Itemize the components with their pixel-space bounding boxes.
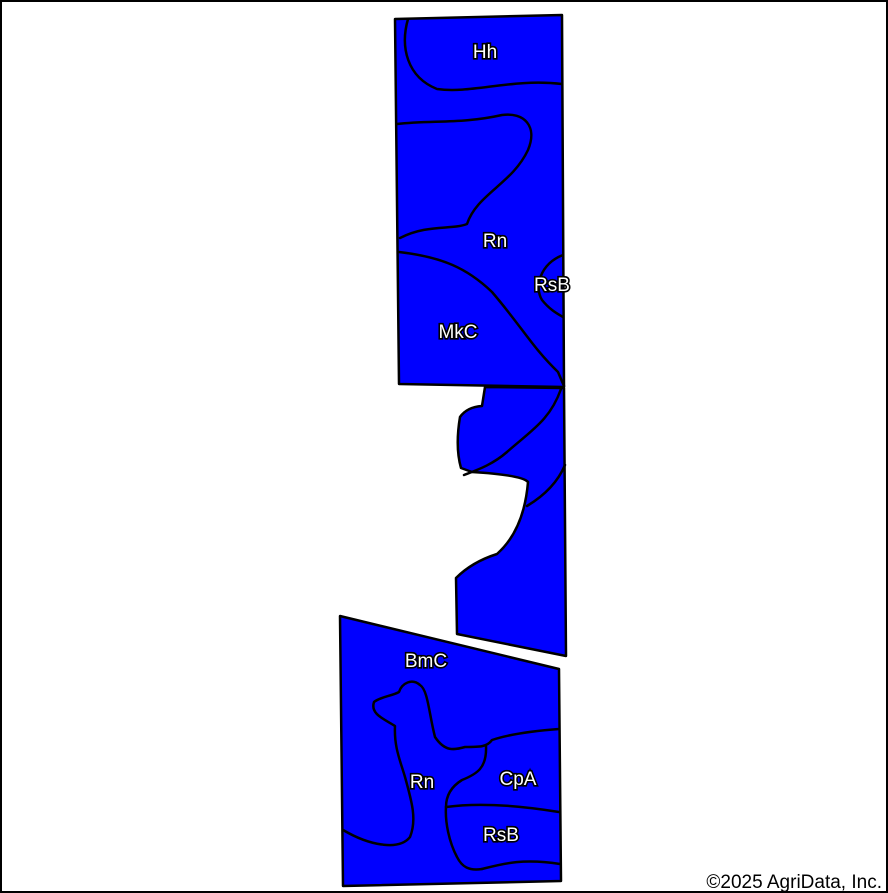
field-middle bbox=[454, 385, 568, 658]
copyright-notice: ©2025 AgriData, Inc. bbox=[706, 872, 882, 893]
soil-boundary-middle-diagonal bbox=[462, 387, 563, 477]
soil-boundary-rn-upper bbox=[395, 113, 533, 240]
soil-label-cpa: CpA bbox=[500, 769, 537, 790]
soil-label-hh: Hh bbox=[473, 42, 497, 63]
field-north bbox=[393, 13, 566, 389]
field-south bbox=[338, 614, 563, 888]
soil-boundary-rsb-north bbox=[537, 253, 565, 319]
soil-boundary-middle-lower bbox=[525, 463, 567, 508]
soil-boundary-rsb-south-lower bbox=[480, 860, 562, 871]
soil-boundary-rsb-south bbox=[444, 803, 561, 814]
soil-label-bmc: BmC bbox=[405, 651, 447, 672]
soil-boundary-hh bbox=[403, 17, 564, 92]
soil-label-rsb-north: RsB bbox=[534, 275, 570, 296]
soil-label-rsb-south: RsB bbox=[483, 825, 519, 846]
soil-boundary-mkc bbox=[397, 250, 566, 388]
soil-boundary-rn-south bbox=[341, 680, 561, 847]
soil-label-rn-south: Rn bbox=[410, 772, 434, 793]
soil-label-mkc: MkC bbox=[438, 322, 477, 343]
soil-label-rn-north: Rn bbox=[483, 231, 507, 252]
